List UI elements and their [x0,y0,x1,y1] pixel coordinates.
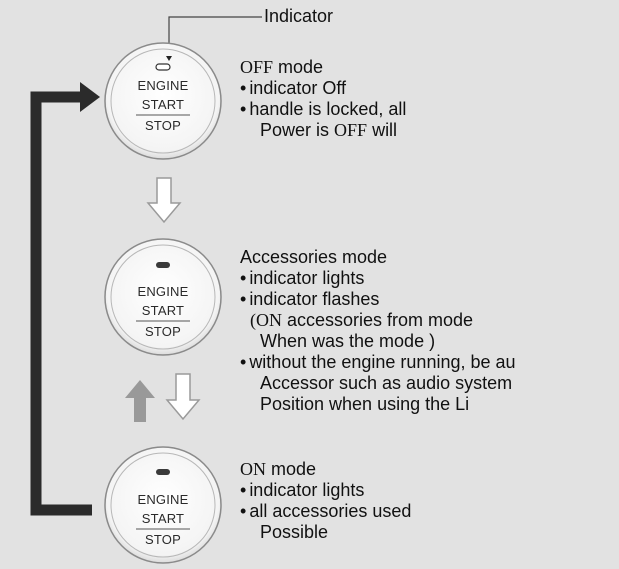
down-arrow-icon [146,177,182,224]
down-arrow-icon [165,373,201,421]
acc-mode-title: Accessories mode [240,247,388,267]
acc-mode-description: Accessories mode indicator lights indica… [240,247,516,415]
loop-arrow-line [30,91,92,516]
engine-button-on: ENGINE START STOP [104,446,222,564]
indicator-lit-icon [156,262,170,268]
button-label-engine: ENGINE [137,284,188,299]
button-label-start: START [142,97,184,112]
up-arrow-icon [125,380,155,422]
loop-arrow-head [80,82,100,112]
off-mode-line: indicator Off [240,78,406,99]
button-label-engine: ENGINE [137,492,188,507]
acc-mode-line: Position when using the Li [260,394,470,414]
engine-button-acc: ENGINE START STOP [104,238,222,356]
on-mode-line: Possible [260,522,329,542]
acc-mode-line: When was the mode ) [260,331,436,351]
on-mode-title: ON mode [240,459,317,479]
button-label-stop: STOP [145,118,181,133]
on-mode-line: all accessories used [240,501,411,522]
engine-button-off: ENGINE START STOP [104,42,222,160]
on-mode-line: indicator lights [240,480,411,501]
off-mode-line: handle is locked, all [240,99,406,120]
button-label-engine: ENGINE [137,78,188,93]
button-label-stop: STOP [145,532,181,547]
off-mode-description: OFF mode indicator Off handle is locked,… [240,57,406,141]
acc-mode-line: indicator lights [240,268,516,289]
acc-mode-line: Accessor such as audio system [260,373,513,393]
acc-mode-line: (ON accessories from mode [250,310,474,330]
off-mode-line: Power is OFF will [260,120,398,140]
off-mode-title: OFF mode [240,57,324,77]
indicator-pointer-icon [166,56,172,61]
indicator-leader-line [168,16,262,54]
indicator-off-icon [155,63,171,71]
indicator-label: Indicator [264,6,334,26]
acc-mode-line: indicator flashes [240,289,516,310]
on-mode-description: ON mode indicator lights all accessories… [240,459,411,543]
acc-mode-line: without the engine running, be au [240,352,515,373]
button-label-start: START [142,303,184,318]
indicator-lit-icon [156,469,170,475]
button-label-start: START [142,511,184,526]
button-label-stop: STOP [145,324,181,339]
